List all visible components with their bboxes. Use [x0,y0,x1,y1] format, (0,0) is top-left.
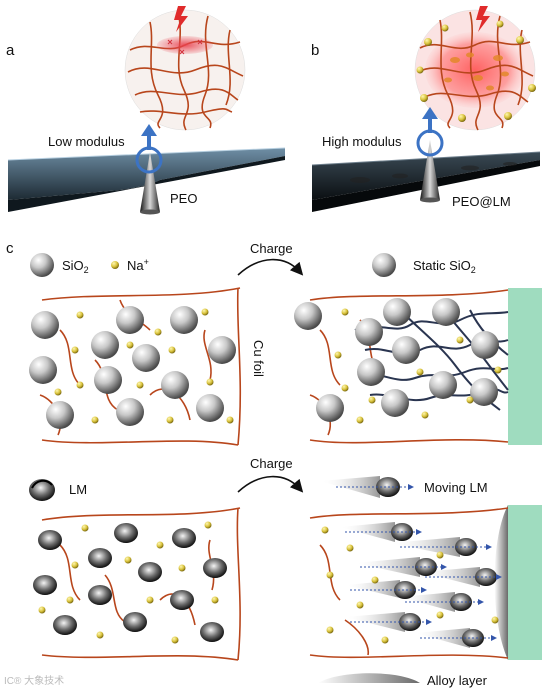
sio2-legend-icon [30,253,54,277]
static-sio2-icon [372,253,396,277]
panel-a: a [6,6,286,215]
panel-a-network [124,6,246,131]
panel-c-letter: c [6,240,14,257]
watermark: IC® 大象技术 [4,674,64,687]
panel-b-hotspot [425,32,525,108]
panel-c: c SiO2 Na+ Charge Static SiO2 [6,240,542,688]
alloy-layer [494,505,508,660]
sio2-particles [29,306,236,429]
lm-legend-icon [29,479,55,501]
panel-a-label: Low modulus [48,134,125,149]
na-legend-icon [111,261,119,269]
moving-lm-label: Moving LM [424,480,488,495]
panel-b-letter: b [311,42,319,59]
charge-arrow-bottom [237,475,304,493]
box-bottom-right [309,505,542,660]
lm-legend-label: LM [69,482,87,497]
cu-foil-bottom [508,505,542,660]
panel-b-material: PEO@LM [452,194,511,209]
box-top-right [294,288,542,445]
static-sio2-label: Static SiO2 [413,258,476,275]
charge-arrow-top [237,258,304,276]
alloy-layer-label: Alloy layer [427,673,488,688]
panel-a-arrow [135,124,163,174]
lightning-icon [174,6,188,32]
na-legend-label: Na+ [127,257,149,273]
panel-b: b [311,6,541,212]
moving-lm-legend-icon [320,476,414,498]
panel-a-material: PEO [170,191,197,206]
panel-b-label: High modulus [322,134,402,149]
charge-label-top: Charge [250,241,293,256]
panel-a-tip [140,152,160,212]
panel-a-letter: a [6,42,15,59]
cu-foil-label: Cu foil [251,340,266,377]
cu-foil-top [508,288,542,445]
lm-droplets [33,523,227,642]
na-ions [54,308,234,424]
panel-b-arrow [416,107,444,157]
box-bottom-left [33,507,241,661]
panel-a-hotspot [157,36,213,54]
panel-b-tip [420,140,440,200]
alloy-layer-legend-icon [318,673,420,683]
moving-lm-droplets [340,522,502,648]
lightning-icon [476,6,490,32]
sio2-legend-label: SiO2 [62,258,89,275]
panel-b-network [414,6,536,131]
charge-label-bottom: Charge [250,456,293,471]
box-top-left: Cu foil [29,287,266,446]
